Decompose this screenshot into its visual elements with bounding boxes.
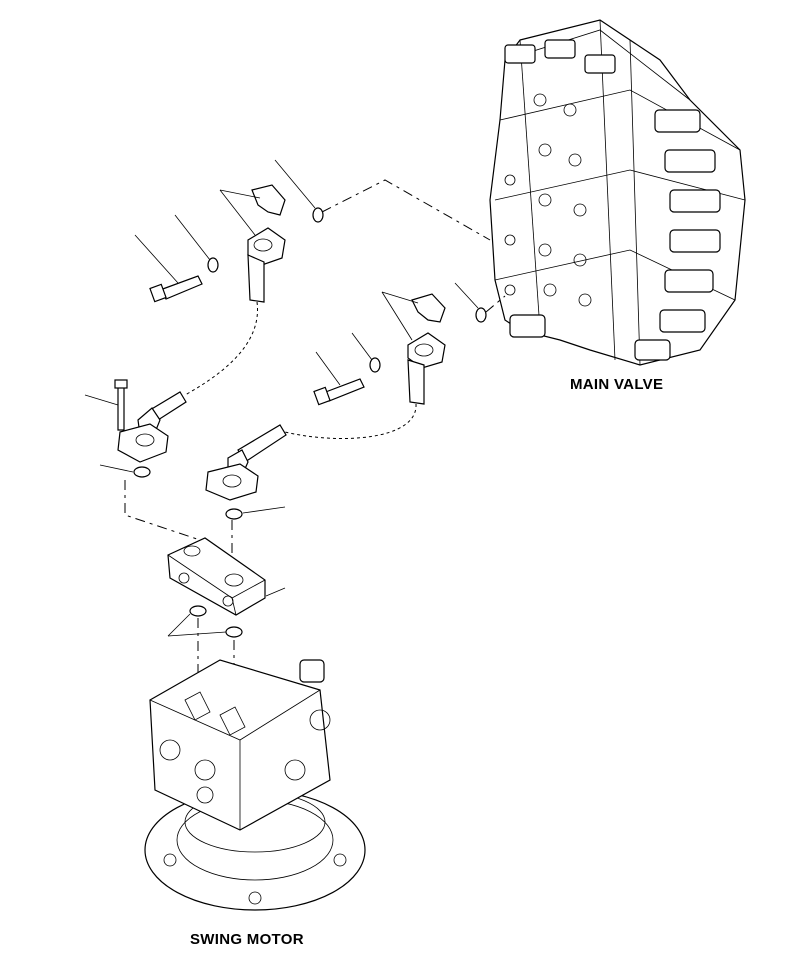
valve-ports	[504, 93, 592, 307]
o-ring	[312, 207, 324, 223]
swing-motor-label: SWING MOTOR	[190, 931, 304, 948]
valve-spools	[504, 39, 721, 361]
washer	[207, 257, 219, 273]
main-valve-assembly	[489, 19, 746, 366]
manifold-block	[124, 480, 286, 700]
upper-hose-assembly	[84, 159, 491, 478]
swing-motor-assembly	[144, 659, 366, 911]
main-valve-label: MAIN VALVE	[570, 376, 664, 393]
bolt	[159, 275, 203, 300]
lower-hose-assembly	[205, 282, 506, 520]
split-flange-half	[251, 184, 286, 216]
